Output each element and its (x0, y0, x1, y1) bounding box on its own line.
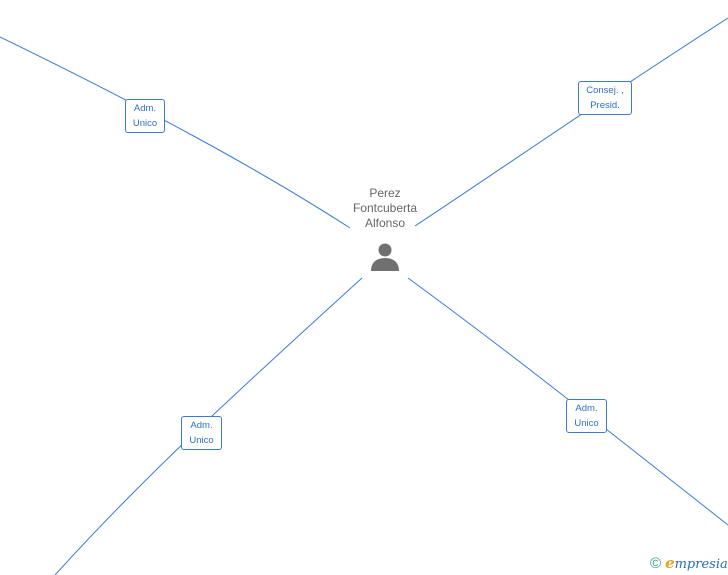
role-box-bottom-left[interactable]: Adm. Unico (181, 416, 222, 450)
person-name-line: Alfonso (364, 216, 406, 230)
brand-rest: mpresia (674, 557, 728, 572)
role-label-line: Adm. (575, 403, 598, 414)
person-name-line: Perez (369, 186, 401, 200)
edge-top-left (0, 36, 351, 229)
role-label-line: Unico (574, 418, 599, 429)
brand-name: empresia (665, 554, 728, 574)
role-label-line: Adm. (190, 420, 213, 431)
role-label-line: Unico (132, 118, 158, 129)
role-box-bottom-right[interactable]: Adm. Unico (566, 399, 607, 433)
brand-logo: © empresia (650, 554, 728, 574)
copyright-icon: © (650, 555, 662, 572)
role-label-line: Unico (189, 435, 214, 446)
role-label-line: Consej. , (586, 85, 624, 96)
edge-top-right (414, 17, 728, 227)
role-label-line: Adm. (133, 103, 157, 114)
role-label-line: Presid. (590, 100, 620, 111)
role-box-top-left[interactable]: Adm. Unico (125, 99, 165, 133)
person-name[interactable]: Perez Fontcuberta Alfonso (335, 186, 435, 231)
person-icon[interactable] (370, 242, 400, 272)
person-name-line: Fontcuberta (352, 201, 418, 215)
role-box-top-right[interactable]: Consej. , Presid. (578, 81, 632, 115)
brand-initial: e (665, 554, 675, 572)
